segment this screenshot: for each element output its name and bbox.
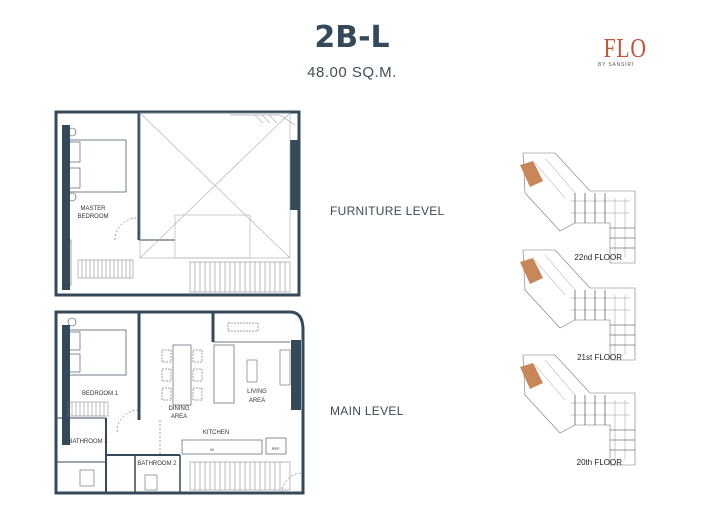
main-level-plan — [54, 310, 305, 495]
furniture-level-label: FURNITURE LEVEL — [330, 204, 445, 218]
room-label-dining-area: AREA — [171, 414, 187, 420]
room-label-bathroom2: BATHROOM 2 — [137, 461, 177, 467]
unit-type-title: 2B-L — [314, 20, 390, 55]
floor-label-21st: 21st FLOOR — [577, 353, 622, 362]
room-label-dining: DINING — [169, 406, 190, 412]
room-label-master: MASTER — [80, 206, 106, 212]
washer-label: W — [210, 447, 214, 452]
main-level-label: MAIN LEVEL — [330, 404, 404, 418]
key-plan-20th: 20th FLOOR — [520, 354, 636, 467]
floor-label-20th: 20th FLOOR — [577, 458, 623, 467]
key-plan-22nd: 22nd FLOOR — [520, 152, 636, 264]
logo-tagline: BY SANSIRI — [598, 62, 634, 68]
room-label-kitchen: KITCHEN — [203, 430, 229, 436]
fridge-label: REF. — [272, 446, 281, 451]
room-label-bedroom1: BEDROOM 1 — [82, 391, 119, 397]
floor-label-22nd: 22nd FLOOR — [574, 253, 622, 262]
room-label-master-bedroom: BEDROOM — [77, 214, 108, 220]
unit-highlight — [520, 363, 543, 389]
unit-area: 48.00 SQ.M. — [307, 64, 397, 81]
furniture-level-plan — [54, 110, 301, 297]
room-label-living-area: AREA — [249, 398, 265, 404]
key-plan-21st: 21st FLOOR — [520, 249, 636, 362]
unit-highlight — [520, 258, 543, 284]
room-label-bathroom1: BATHROOM 1 — [68, 439, 108, 445]
unit-highlight — [520, 161, 543, 187]
room-label-living: LIVING — [247, 389, 267, 395]
